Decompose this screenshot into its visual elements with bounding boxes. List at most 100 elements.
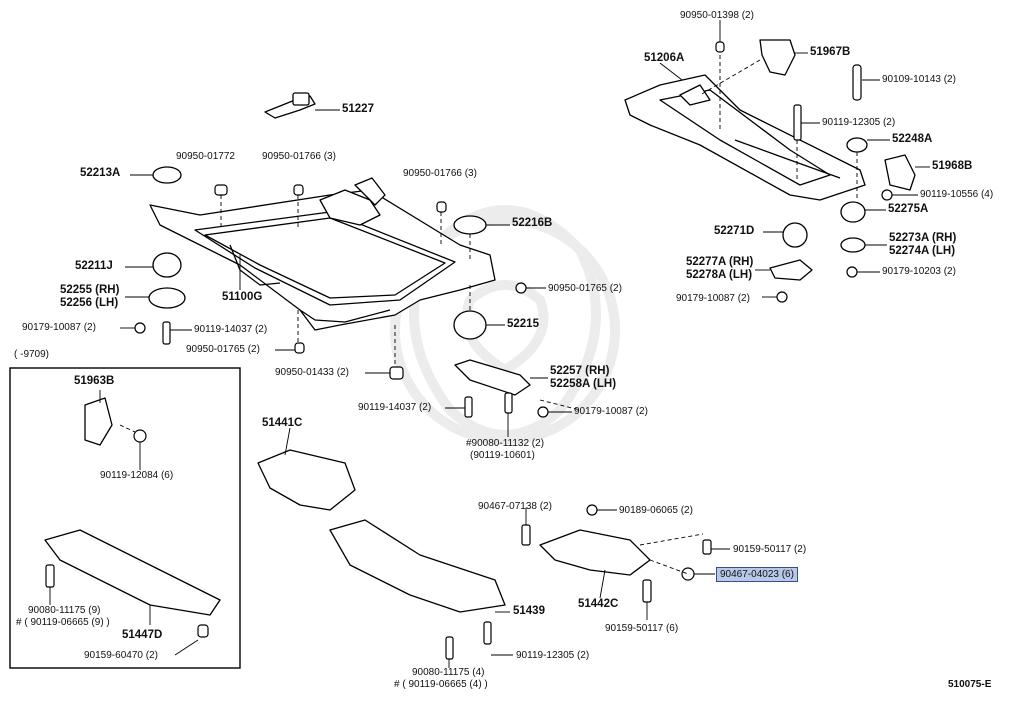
bracket-52257 [454, 359, 531, 396]
label-90950-01398: 90950-01398 (2) [680, 10, 754, 21]
clip-90179-10203 [846, 266, 858, 278]
bracket-51968b [884, 154, 916, 191]
mount-52275a [840, 201, 866, 223]
label-51967b: 51967B [810, 46, 851, 58]
bracket-52277a [769, 259, 813, 281]
clip-90179-10087-mid [537, 406, 549, 418]
clip-90119-10556 [881, 189, 893, 201]
label-90119-10601: (90119-10601) [470, 450, 535, 461]
bolt-90950-01398 [715, 41, 725, 53]
label-90950-01766-right: 90950-01766 (3) [403, 168, 477, 179]
bolt-90080-11132 [504, 392, 513, 414]
label-52274a: 52274A (LH) [889, 245, 956, 257]
label-90467-07138: 90467-07138 (2) [478, 501, 552, 512]
label-52273a: 52273A (RH) [889, 232, 957, 244]
part-51227-block [292, 92, 310, 106]
label-date-range: ( -9709) [14, 349, 50, 360]
label-52258a: 52258A (LH) [550, 378, 617, 390]
label-90119-06665-mid: # ( 90119-06665 (4) ) [394, 679, 488, 690]
clip-90950-01433 [389, 366, 404, 380]
label-90159-50117-lower: 90159-50117 (6) [605, 623, 679, 634]
label-90159-50117-upper: 90159-50117 (2) [733, 544, 807, 555]
clip-90179-10087-rear [776, 291, 788, 303]
label-90950-01765-right: 90950-01765 (2) [548, 283, 622, 294]
label-90119-12305-rear: 90119-12305 (2) [822, 117, 896, 128]
label-52257: 52257 (RH) [550, 365, 610, 377]
diagram-code: 510075-E [948, 679, 992, 690]
mount-52255 [148, 287, 186, 309]
label-90159-60470: 90159-60470 (2) [84, 650, 158, 661]
bracket-51967b [759, 39, 796, 76]
label-90119-14037-left: 90119-14037 (2) [194, 324, 268, 335]
cover-51439 [329, 519, 506, 613]
label-52215: 52215 [507, 318, 539, 330]
label-90950-01772: 90950-01772 [176, 151, 235, 162]
label-90119-12084: 90119-12084 (6) [100, 470, 174, 481]
front-suspension-crossmember [149, 177, 496, 331]
label-90080-11175-inset: 90080-11175 (9) [28, 605, 101, 616]
mount-52273a [840, 237, 866, 253]
bolt-90080-11175-mid [445, 636, 454, 660]
clip-90950-01765-left [294, 342, 305, 354]
cover-51442c [539, 529, 651, 576]
label-51439: 51439 [513, 605, 545, 617]
label-90080-11132: #90080-11132 (2) [466, 438, 545, 449]
label-90950-01765-left: 90950-01765 (2) [186, 344, 260, 355]
cover-51441c [257, 449, 356, 511]
label-51100g: 51100G [222, 291, 263, 303]
label-52256: 52256 (LH) [60, 297, 119, 309]
label-52278a: 52278A (LH) [686, 269, 753, 281]
label-90189-06065: 90189-06065 (2) [619, 505, 693, 516]
clip-90950-01766-left [293, 184, 304, 196]
label-90179-10203: 90179-10203 (2) [882, 266, 956, 277]
bolt-90159-50117-lower [642, 579, 652, 603]
label-51968b: 51968B [932, 160, 973, 172]
label-52216b: 52216B [512, 217, 553, 229]
bolt-90119-14037-mid [464, 396, 473, 418]
rear-suspension-crossmember [624, 74, 866, 201]
mount-52213a [152, 166, 182, 184]
label-90119-06665-inset: # ( 90119-06665 (9) ) [16, 617, 110, 628]
inset-frame [9, 367, 241, 669]
mount-52215 [453, 310, 487, 340]
clip-90189-06065 [586, 504, 598, 516]
bolt-90080-11175-inset [45, 564, 55, 588]
bracket-51963b [84, 397, 113, 446]
label-51447d: 51447D [122, 629, 163, 641]
label-90179-10087-mid: 90179-10087 (2) [574, 406, 648, 417]
label-52255: 52255 (RH) [60, 284, 120, 296]
clip-90467-04023 [681, 567, 695, 581]
bolt-90159-60470 [197, 624, 209, 638]
label-51963b: 51963B [74, 375, 115, 387]
label-52277a: 52277A (RH) [686, 256, 754, 268]
bolt-90119-12305-rear [793, 104, 802, 141]
label-51206a: 51206A [644, 52, 685, 64]
label-90950-01433: 90950-01433 (2) [275, 367, 349, 378]
label-52275a: 52275A [888, 203, 929, 215]
label-90179-10087-rear: 90179-10087 (2) [676, 293, 750, 304]
mount-52211j [152, 252, 182, 278]
label-51442c: 51442C [578, 598, 619, 610]
label-90080-11175-mid: 90080-11175 (4) [412, 667, 485, 678]
mount-52248a [846, 137, 868, 153]
clip-90179-10087-left [134, 322, 146, 334]
label-52211j: 52211J [75, 260, 113, 272]
label-51441c: 51441C [262, 417, 303, 429]
label-90119-14037-mid: 90119-14037 (2) [358, 402, 432, 413]
bolt-90159-50117-upper [702, 539, 712, 555]
bolt-90467-07138 [521, 524, 531, 546]
label-90950-01766-left: 90950-01766 (3) [262, 151, 336, 162]
bolt-90119-14037-left [162, 321, 171, 345]
label-52213a: 52213A [80, 167, 121, 179]
label-90467-04023-highlighted[interactable]: 90467-04023 (6) [716, 567, 798, 582]
label-90109-10143: 90109-10143 (2) [882, 74, 956, 85]
label-51227: 51227 [342, 103, 374, 115]
label-90119-12305-mid: 90119-12305 (2) [516, 650, 590, 661]
mount-52216b [453, 215, 487, 235]
label-90119-10556: 90119-10556 (4) [920, 189, 994, 200]
mount-52271d [782, 222, 808, 248]
clip-90950-01766-right [436, 201, 447, 213]
clip-90950-01772 [214, 184, 228, 196]
